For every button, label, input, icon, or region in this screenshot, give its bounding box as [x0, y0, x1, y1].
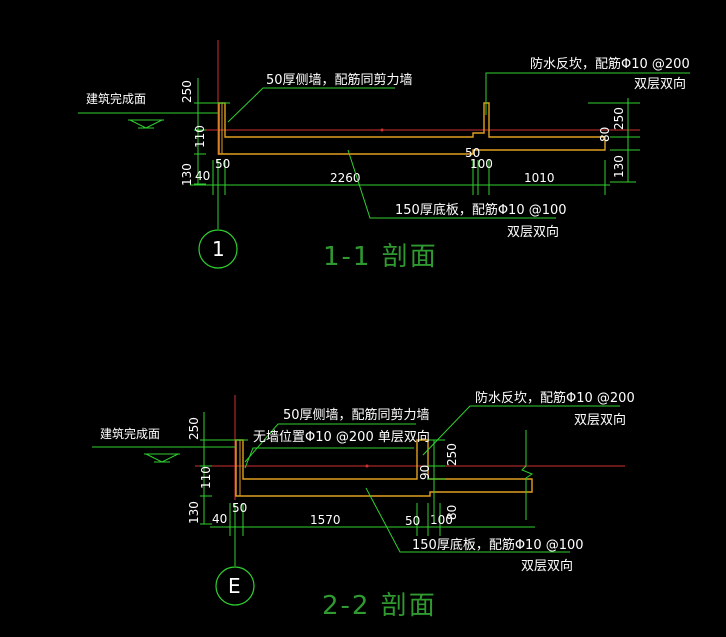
side-wall-leader	[227, 87, 395, 123]
left-dimension-chain	[194, 78, 230, 185]
slab-note-line2: 双层双向	[521, 558, 573, 574]
curb-note: 防水反坎，配筋Φ10 @200	[475, 390, 635, 406]
dim-100: 100	[470, 157, 493, 171]
section-2-2: 建筑完成面 250 110 130 40 50 1570 50 100	[92, 390, 635, 621]
side-wall-note: 50厚侧墙，配筋同剪力墙	[283, 407, 430, 423]
curb-leader	[422, 405, 620, 456]
finished-floor-mark: 建筑完成面	[78, 91, 218, 129]
left-dimension-chain	[200, 412, 248, 525]
dim-50-right: 50	[405, 514, 420, 528]
curb-note-line2: 双层双向	[574, 412, 626, 428]
slab-leader	[347, 149, 556, 219]
slab-note-line2: 双层双向	[507, 224, 559, 240]
slab-and-wall-outline	[218, 102, 606, 155]
curb-note: 防水反坎，配筋Φ10 @200	[530, 56, 690, 72]
dim-110-left: 110	[193, 125, 207, 148]
slab-note: 150厚底板，配筋Φ10 @100	[412, 537, 584, 553]
horizontal-dimension-chain	[190, 160, 610, 195]
slab-leader	[365, 487, 570, 553]
axis-bubble-label: E	[228, 574, 241, 598]
finished-floor-label: 建筑完成面	[86, 91, 146, 106]
dim-1570: 1570	[310, 513, 341, 527]
dim-130-left: 130	[187, 501, 201, 524]
dim-80-right: 80	[598, 127, 612, 142]
dim-40: 40	[212, 512, 227, 526]
dim-2260: 2260	[330, 171, 361, 185]
dim-50-left: 50	[232, 501, 247, 515]
dim-80-right: 80	[445, 505, 459, 520]
dim-1010: 1010	[524, 171, 555, 185]
curb-note-line2: 双层双向	[634, 76, 686, 92]
dim-130-left: 130	[180, 163, 194, 186]
horizontal-dimension-chain	[210, 503, 535, 536]
finished-floor-mark: 建筑完成面	[92, 426, 236, 463]
curb-dimension-chain	[428, 439, 445, 522]
dim-250-left: 250	[180, 80, 194, 103]
dim-250-right: 250	[445, 443, 459, 466]
section-title: 2-2 剖面	[322, 591, 437, 621]
dim-250-right: 250	[612, 107, 626, 130]
axis-marker-dot	[365, 464, 369, 468]
dim-100: 100	[430, 513, 453, 527]
dim-40: 40	[195, 169, 210, 183]
side-wall-note: 50厚侧墙，配筋同剪力墙	[266, 72, 413, 88]
axis-bubble	[215, 566, 255, 606]
axis-marker-dot	[380, 128, 384, 132]
side-wall-leader	[244, 423, 416, 463]
axis-bubble-label: 1	[212, 237, 225, 261]
dim-250-left: 250	[187, 417, 201, 440]
slab-note: 150厚底板，配筋Φ10 @100	[395, 202, 567, 218]
right-dimension-chain	[588, 98, 640, 183]
section-title: 1-1 剖面	[323, 242, 438, 272]
break-line	[521, 430, 534, 520]
finished-floor-label: 建筑完成面	[100, 426, 160, 441]
dim-90: 90	[418, 465, 432, 480]
dim-110-left: 110	[199, 466, 213, 489]
dim-130-right: 130	[612, 155, 626, 178]
curb-leader	[485, 72, 690, 115]
axis-bubble	[198, 229, 238, 269]
no-wall-leader	[244, 447, 414, 469]
section-1-1: 建筑完成面 250 110 130 40 50 2260 50 100	[78, 40, 690, 272]
no-wall-note: 无墙位置Φ10 @200 单层双向	[253, 429, 430, 445]
dim-50-right: 50	[465, 146, 480, 160]
dim-50-left: 50	[215, 157, 230, 171]
